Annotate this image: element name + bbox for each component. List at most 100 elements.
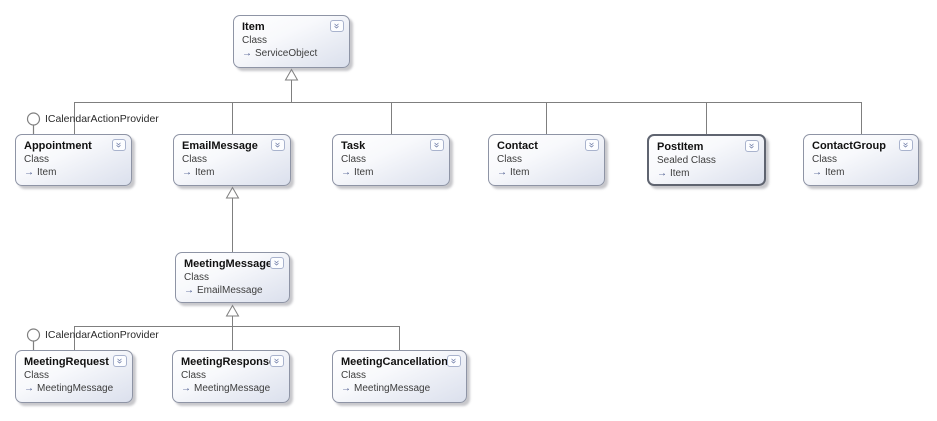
collapse-expand-button[interactable]: « [113,355,127,367]
collapse-expand-button[interactable]: « [330,20,344,32]
class-title: MeetingMessage [184,258,273,270]
class-kind-label: Class [24,154,50,165]
inherits-arrow-icon: → [24,383,34,394]
inheritance-connector-item-children[interactable] [74,80,862,134]
inheritance-triangle-icon [225,186,240,199]
inherits-arrow-icon: → [24,167,34,178]
class-title: PostItem [657,141,704,153]
base-type-row: →Item [24,166,123,179]
class-title: MeetingResponse [181,356,276,368]
class-kind-label: Class [341,154,367,165]
class-title: Task [341,140,366,152]
class-box-postitem[interactable]: PostItem « Sealed Class →Item [647,134,766,186]
base-type-label: MeetingMessage [194,383,271,394]
base-type-label: Item [37,167,57,178]
class-title: Appointment [24,140,92,152]
base-type-row: →EmailMessage [184,284,281,297]
base-type-row: →ServiceObject [242,47,341,60]
class-kind-label: Class [497,154,523,165]
base-type-row: →Item [182,166,282,179]
class-kind-label: Class [812,154,838,165]
base-type-row: →MeetingMessage [181,382,281,395]
lollipop-circle-icon [26,328,41,342]
collapse-expand-button[interactable]: « [270,257,284,269]
base-type-row: →Item [812,166,910,179]
class-title: Item [242,21,265,33]
chevron-double-down-icon: « [271,259,282,266]
class-box-item[interactable]: Item « Class →ServiceObject [233,15,350,68]
collapse-expand-button[interactable]: « [745,140,759,152]
class-kind-label: Class [184,272,210,283]
inherits-arrow-icon: → [341,383,351,394]
collapse-expand-button[interactable]: « [899,139,913,151]
interface-label-icalendaractionprovider: ICalendarActionProvider [45,113,159,125]
base-type-row: →MeetingMessage [341,382,458,395]
inherits-arrow-icon: → [184,285,194,296]
collapse-expand-button[interactable]: « [447,355,461,367]
base-type-row: →Item [657,167,756,180]
inherits-arrow-icon: → [181,383,191,394]
base-type-label: Item [670,168,690,179]
chevron-double-down-icon: « [900,141,911,148]
lollipop-circle-icon [26,112,41,126]
interface-label-icalendaractionprovider: ICalendarActionProvider [45,329,159,341]
collapse-expand-button[interactable]: « [112,139,126,151]
class-box-emailmessage[interactable]: EmailMessage « Class →Item [173,134,291,186]
class-title: EmailMessage [182,140,258,152]
class-box-meetingresponse[interactable]: MeetingResponse « Class →MeetingMessage [172,350,290,403]
base-type-label: Item [825,167,845,178]
base-type-label: Item [354,167,374,178]
class-kind-label: Class [182,154,208,165]
chevron-double-down-icon: « [746,142,757,149]
class-title: MeetingCancellation [341,356,448,368]
collapse-expand-button[interactable]: « [271,139,285,151]
class-box-task[interactable]: Task « Class →Item [332,134,450,186]
base-type-label: MeetingMessage [354,383,431,394]
collapse-expand-button[interactable]: « [270,355,284,367]
inherits-arrow-icon: → [497,167,507,178]
inherits-arrow-icon: → [182,167,192,178]
base-type-row: →Item [341,166,441,179]
class-kind-label: Sealed Class [657,155,716,166]
inheritance-triangle-icon [284,68,299,81]
class-box-appointment[interactable]: Appointment « Class →Item [15,134,132,186]
chevron-double-down-icon: « [431,141,442,148]
class-box-contact[interactable]: Contact « Class →Item [488,134,605,186]
inherits-arrow-icon: → [242,48,252,59]
base-type-label: MeetingMessage [37,383,114,394]
chevron-double-down-icon: « [331,22,342,29]
class-kind-label: Class [181,370,207,381]
inheritance-triangle-icon [225,304,240,317]
class-box-contactgroup[interactable]: ContactGroup « Class →Item [803,134,919,186]
base-type-label: EmailMessage [197,285,263,296]
inherits-arrow-icon: → [657,168,667,179]
chevron-double-down-icon: « [113,141,124,148]
chevron-double-down-icon: « [448,357,459,364]
base-type-row: →MeetingMessage [24,382,124,395]
class-kind-label: Class [341,370,367,381]
class-title: ContactGroup [812,140,886,152]
base-type-label: ServiceObject [255,48,318,59]
interface-lollipop-meetingrequest[interactable] [26,328,41,350]
inheritance-connector-meetingmessage-children[interactable] [74,316,400,350]
class-kind-label: Class [24,370,50,381]
chevron-double-down-icon: « [114,357,125,364]
inherits-arrow-icon: → [341,167,351,178]
interface-lollipop-appointment[interactable] [26,112,41,134]
class-box-meetingmessage[interactable]: MeetingMessage « Class →EmailMessage [175,252,290,303]
base-type-label: Item [510,167,530,178]
collapse-expand-button[interactable]: « [585,139,599,151]
inherits-arrow-icon: → [812,167,822,178]
base-type-label: Item [195,167,215,178]
chevron-double-down-icon: « [271,357,282,364]
class-title: Contact [497,140,538,152]
collapse-expand-button[interactable]: « [430,139,444,151]
class-box-meetingrequest[interactable]: MeetingRequest « Class →MeetingMessage [15,350,133,403]
chevron-double-down-icon: « [586,141,597,148]
class-box-meetingcancellation[interactable]: MeetingCancellation « Class →MeetingMess… [332,350,467,403]
class-kind-label: Class [242,35,268,46]
chevron-double-down-icon: « [272,141,283,148]
base-type-row: →Item [497,166,596,179]
